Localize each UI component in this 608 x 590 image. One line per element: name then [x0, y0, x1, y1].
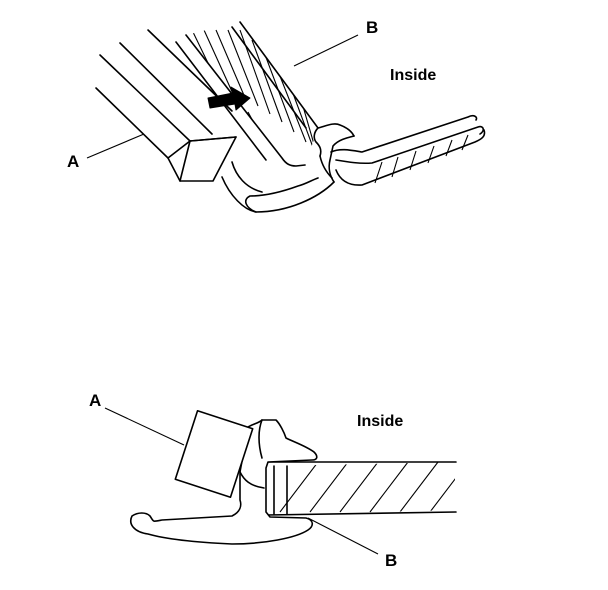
label-b-section: B	[385, 551, 397, 570]
label-inside-top: Inside	[390, 67, 436, 84]
tool-a-section	[174, 410, 254, 498]
glass-panel-section	[266, 461, 457, 516]
weatherstrip-b-top	[175, 21, 355, 213]
label-inside-section: Inside	[357, 413, 403, 430]
push-arrow-icon	[207, 86, 251, 111]
label-a-top: A	[67, 152, 79, 171]
weatherstrip-b-section	[130, 419, 318, 545]
leader-a-section	[104, 407, 185, 446]
label-a-section: A	[89, 391, 101, 410]
leader-b-top	[293, 34, 359, 67]
leader-a-top	[86, 133, 145, 159]
glass-panel-top	[330, 114, 486, 186]
section-view: A B Inside	[89, 391, 457, 570]
tool-a-top	[95, 29, 237, 182]
label-b-top: B	[366, 18, 378, 37]
top-view: A B Inside	[67, 18, 486, 213]
leader-b-section	[307, 517, 379, 555]
